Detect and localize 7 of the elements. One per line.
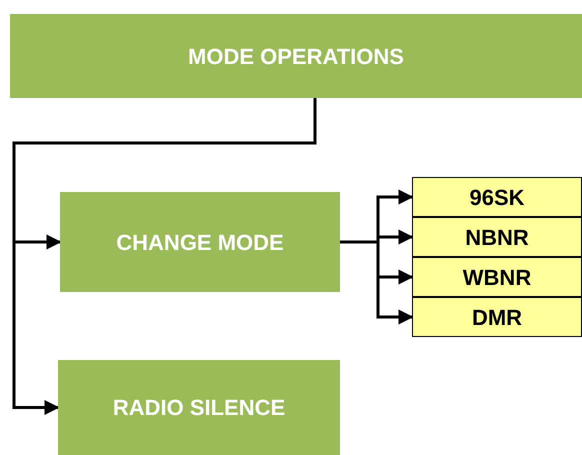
option-box: DMR: [412, 297, 582, 337]
process-box: MODE OPERATIONS: [10, 14, 582, 98]
option-box: NBNR: [412, 217, 582, 257]
process-box: RADIO SILENCE: [58, 360, 340, 455]
process-box: CHANGE MODE: [60, 192, 340, 292]
option-box: 96SK: [412, 177, 582, 217]
option-box: WBNR: [412, 257, 582, 297]
